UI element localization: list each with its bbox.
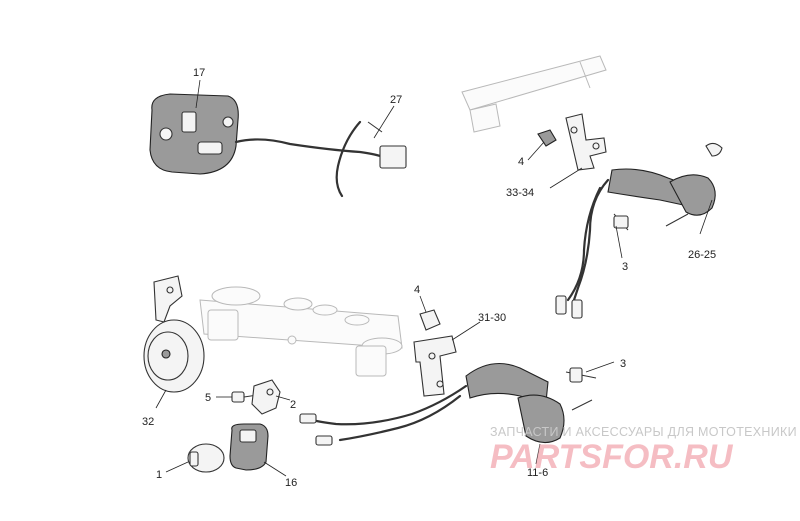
callout-4-lower: 4 xyxy=(414,284,420,296)
callout-4-upper: 4 xyxy=(518,156,524,168)
callout-11-6: 11-6 xyxy=(527,467,548,479)
ghost-triple-clamp xyxy=(199,286,403,377)
callout-33-34: 33-34 xyxy=(506,187,534,199)
callout-32: 32 xyxy=(142,416,154,428)
watermark-tagline: ЗАПЧАСТИ И АКСЕССУАРЫ ДЛЯ МОТОТЕХНИКИ xyxy=(490,425,797,439)
handlebar-switch-assembly xyxy=(149,93,407,198)
watermark: ЗАПЧАСТИ И АКСЕССУАРЫ ДЛЯ МОТОТЕХНИКИ PA… xyxy=(490,425,797,476)
callout-31-30: 31-30 xyxy=(478,312,506,324)
callout-3-lower: 3 xyxy=(620,358,626,370)
callout-26-25: 26-25 xyxy=(688,249,716,261)
callout-16: 16 xyxy=(285,477,297,489)
callout-3-upper: 3 xyxy=(622,261,628,273)
ghost-frame-upper xyxy=(461,55,607,133)
horn-assembly xyxy=(143,275,205,393)
callout-2: 2 xyxy=(290,399,296,411)
leader-lines xyxy=(155,79,713,477)
watermark-logo: PARTSFOR.RU xyxy=(490,438,734,476)
callout-labels: 17 27 4 33-34 3 26-25 4 31-30 3 32 5 2 1… xyxy=(142,67,716,489)
callout-5: 5 xyxy=(205,392,211,404)
bolt-and-bracket xyxy=(231,379,281,415)
switch-and-cap xyxy=(187,423,269,473)
front-right-turn-signal-assembly xyxy=(537,113,723,319)
callout-1: 1 xyxy=(156,469,162,481)
callout-27: 27 xyxy=(390,94,402,106)
callout-17: 17 xyxy=(193,67,205,79)
front-left-turn-signal-assembly xyxy=(299,309,597,446)
